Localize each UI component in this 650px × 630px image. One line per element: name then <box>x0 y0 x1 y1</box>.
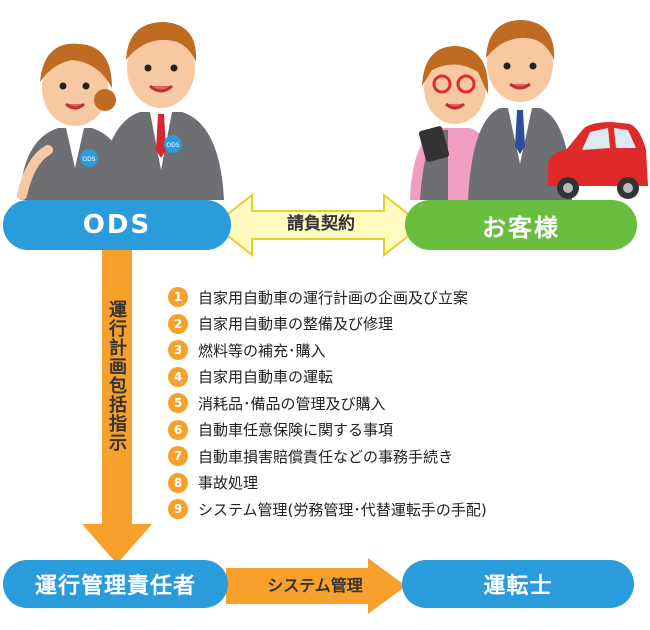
contract-label: 請負契約 <box>287 214 355 234</box>
ods-staff-woman-illustration: ODS <box>17 43 132 200</box>
duty-text: 自動車損害賠償責任などの事務手続き <box>198 447 454 466</box>
system-right-arrow <box>226 558 406 614</box>
duty-item: 7 自動車損害賠償責任などの事務手続き <box>168 443 487 470</box>
car-illustration <box>548 122 648 199</box>
ods-staff-man-illustration: ODS <box>100 22 224 200</box>
duty-text: 消耗品･備品の管理及び購入 <box>198 394 386 413</box>
duty-text: 自家用自動車の運転 <box>198 368 334 387</box>
ods-badge-text: ODS <box>82 156 95 163</box>
duty-text: システム管理(労務管理･代替運転手の手配) <box>198 500 487 519</box>
system-management-label: システム管理 <box>267 576 363 595</box>
customer-man-illustration <box>468 20 572 200</box>
duty-number-badge: 5 <box>168 393 188 414</box>
duty-item: 5 消耗品･備品の管理及び購入 <box>168 390 487 417</box>
ods-badge-text: ODS <box>166 142 179 149</box>
duty-text: 燃料等の補充･購入 <box>198 341 326 360</box>
instruction-down-arrow <box>82 248 152 564</box>
ods-badge-icon <box>164 135 182 153</box>
customer-party-label: お客様 <box>405 200 637 250</box>
duty-text: 自動車任意保険に関する事項 <box>198 421 394 440</box>
duty-number-badge: 3 <box>168 340 188 361</box>
ods-party-label: ODS <box>3 200 231 250</box>
duty-item: 9 システム管理(労務管理･代替運転手の手配) <box>168 496 487 523</box>
duty-list: 1 自家用自動車の運行計画の企画及び立案 2 自家用自動車の整備及び修理 3 燃料等の… <box>168 284 487 523</box>
duty-item: 2 自家用自動車の整備及び修理 <box>168 311 487 338</box>
duty-text: 自家用自動車の運行計画の企画及び立案 <box>198 288 469 307</box>
instruction-label: 運行計画包括指示 <box>106 300 127 452</box>
duty-number-badge: 1 <box>168 287 188 308</box>
manager-label: 運行管理責任者 <box>3 560 228 608</box>
duty-text: 自家用自動車の整備及び修理 <box>198 315 394 334</box>
duty-item: 4 自家用自動車の運転 <box>168 364 487 391</box>
duty-item: 1 自家用自動車の運行計画の企画及び立案 <box>168 284 487 311</box>
driver-label: 運転士 <box>402 560 634 608</box>
duty-number-badge: 6 <box>168 419 188 440</box>
illustration: ODS ODS <box>17 20 648 200</box>
ods-badge-icon <box>80 149 98 167</box>
duty-number-badge: 4 <box>168 366 188 387</box>
duty-number-badge: 8 <box>168 472 188 493</box>
duty-item: 6 自動車任意保険に関する事項 <box>168 417 487 444</box>
duty-number-badge: 7 <box>168 446 188 467</box>
duty-item: 8 事故処理 <box>168 470 487 497</box>
duty-text: 事故処理 <box>198 474 259 493</box>
duty-item: 3 燃料等の補充･購入 <box>168 337 487 364</box>
duty-number-badge: 2 <box>168 313 188 334</box>
duty-number-badge: 9 <box>168 499 188 520</box>
